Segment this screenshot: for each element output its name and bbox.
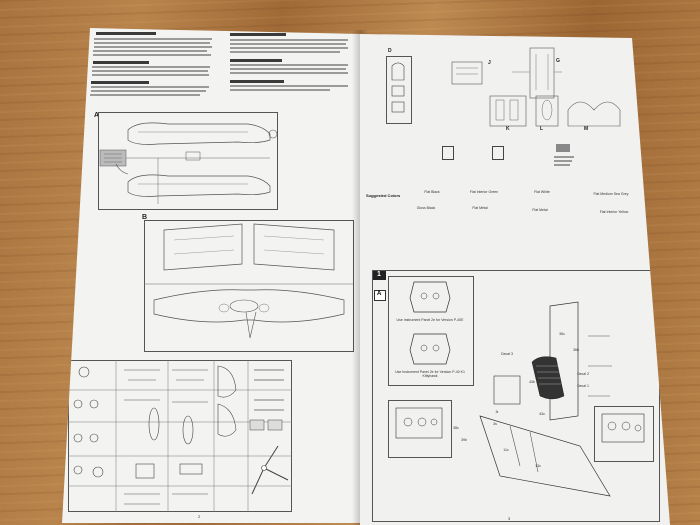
legend-glue-icon <box>442 146 454 160</box>
left-page: A B C <box>62 28 362 523</box>
right-page: D J G K L M <box>360 34 670 525</box>
callout-39b: 39b <box>461 438 467 442</box>
instrument-panel-inset <box>388 276 474 386</box>
colors-heading: Suggested Colors <box>366 193 401 198</box>
sprue-label-k: K <box>506 126 510 132</box>
sub-step-label: A <box>377 291 382 297</box>
callout-36c: 36c <box>559 332 565 336</box>
sprue-j-g-drawing <box>451 47 562 99</box>
color-entry-4: Flat Medium Sea Grey <box>593 192 629 196</box>
sprue-d-frame <box>386 56 412 124</box>
instrument-panel-drawing <box>409 281 451 365</box>
sprue-label-l: L <box>540 126 544 132</box>
sprue-label-g: G <box>556 58 560 64</box>
sprue-d-seat-drawing <box>391 62 405 113</box>
sprue-label-j: J <box>488 60 491 66</box>
sprue-label-a: A <box>94 112 100 119</box>
callout-3r: 3r <box>495 410 499 414</box>
panel-caption-2: Use Instrument Panel 2e for Version P-40… <box>395 370 465 378</box>
right-page-number: 3 <box>508 516 511 521</box>
sprue-k-l-m-drawing <box>489 95 621 127</box>
callout-43c: 43c <box>539 412 545 416</box>
callout-3s: 3s <box>493 422 497 426</box>
sprue-a-fuselage-drawing <box>99 122 278 204</box>
detail-inset-left <box>388 400 452 458</box>
callout-38c: 38c <box>453 426 459 430</box>
detail-inset-right-drawing <box>601 413 645 443</box>
sprue-b-frame <box>144 220 354 352</box>
left-page-number: 2 <box>198 514 201 519</box>
panel-caption-1: Use Instrument Panel 2e for Version P-40… <box>396 318 464 322</box>
sprue-label-b: B <box>142 214 148 221</box>
legend-cut-icon <box>492 146 504 160</box>
sprue-b-wing-drawing <box>144 223 354 339</box>
callout-43b: 43b <box>529 380 535 384</box>
callout-11c: 11c <box>503 448 509 452</box>
color-entry-3: Flat White <box>534 190 550 194</box>
decal-callout-1: Decal 1 <box>577 384 589 388</box>
sprue-label-c: C <box>56 354 62 361</box>
sprue-label-m: M <box>584 126 589 132</box>
detail-inset-left-drawing <box>395 407 443 439</box>
step-number: 1 <box>377 271 381 278</box>
callout-13c: 13c <box>535 464 541 468</box>
detail-inset-right <box>594 406 654 462</box>
legend-paint-swatch <box>556 144 570 152</box>
step-1-frame <box>372 270 660 522</box>
callout-36b: 36b <box>573 348 579 352</box>
decal-callout-3: Decal 3 <box>501 352 513 356</box>
color-entry-6: Flat Metal <box>472 206 488 210</box>
sprue-c-parts-drawing <box>68 360 292 512</box>
sprue-c-frame <box>68 360 292 512</box>
sprue-a-frame <box>98 112 278 210</box>
color-entry-5: Gloss Black <box>416 206 436 210</box>
step-number-badge: 1 <box>372 270 386 280</box>
color-entry-8: Flat Interior Yellow <box>599 210 629 214</box>
color-entry-2: Flat Interior Green <box>469 190 499 194</box>
color-entry-7: Flat Metal <box>532 208 548 212</box>
sprue-label-d: D <box>388 48 392 54</box>
sub-step-badge: A <box>374 290 386 301</box>
cockpit-assembly-drawing <box>479 301 612 497</box>
decal-callout-2: Decal 2 <box>577 372 589 376</box>
color-entry-1: Flat Black <box>424 190 440 194</box>
